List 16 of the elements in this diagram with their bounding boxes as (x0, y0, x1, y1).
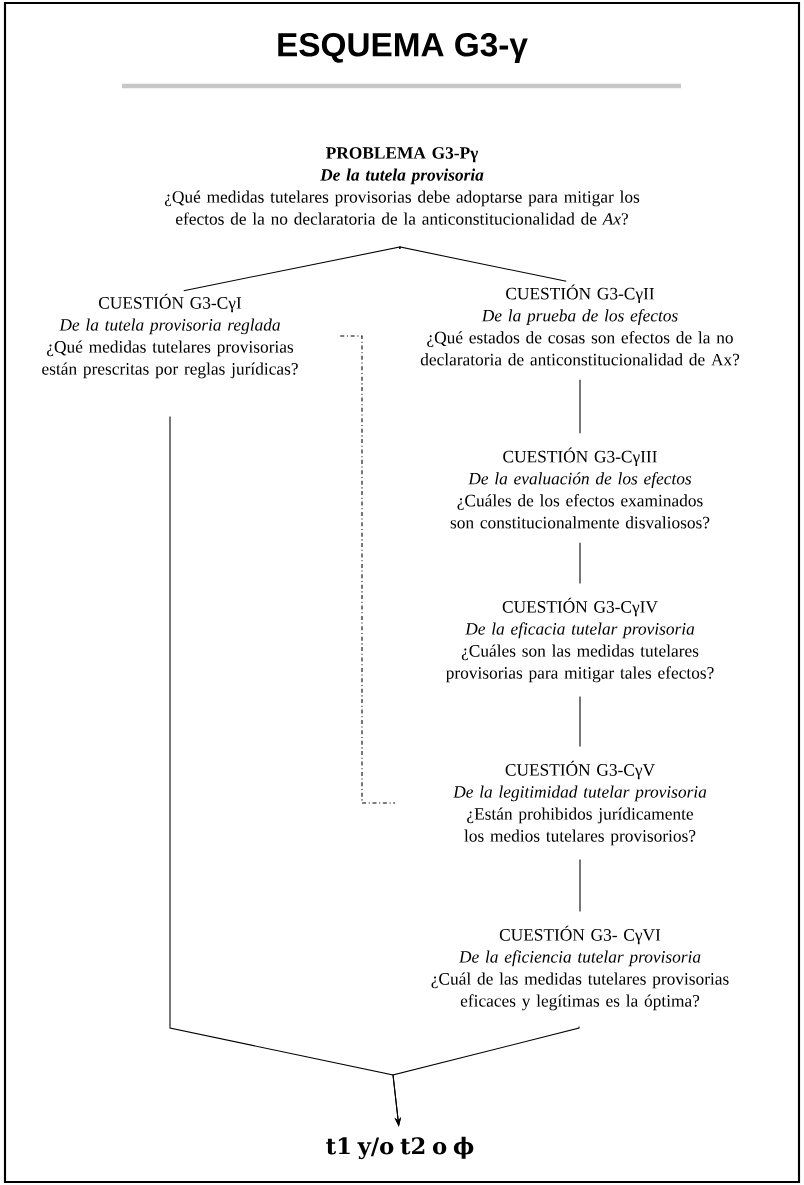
question-text: CUESTIÓN G3-CγV De la legitimidad tutelar provisoria ¿Están prohibidos jurídicamente los medios tutelares provisorios? (453, 760, 707, 846)
connector-line (579, 542, 581, 584)
question-text: CUESTIÓN G3-CγI De la tutela provisoria reglada ¿Qué medidas tutelares provisorias están prescritas por reglas jurídicas? (42, 293, 298, 379)
question-text: CUESTIÓN G3- CγVI De la eficiencia tutelar provisoria ¿Cuál de las medidas tutelares provisorias eficaces y legítimas es la óptima? (431, 925, 729, 1011)
question-text: CUESTIÓN G3-CγIV De la eficacia tutelar provisoria ¿Cuáles son las medidas tutelares provisorias para mitigar tales efectos? (446, 597, 714, 683)
connector-line (399, 246, 567, 282)
problem-text: PROBLEMA G3-Pγ De la tutela provisoria ¿Qué medidas tutelares provisorias debe adoptarse para mitigar los efectos de la no declaratoria de la anticonstitucionalidad de Ax? (164, 147, 640, 225)
result-text: t1 y/o t2 o ϕ (326, 1136, 474, 1160)
connector-line (579, 859, 581, 912)
question-text: CUESTIÓN G3-CγIII De la evaluación de los efectos ¿Cuáles de los efectos examinados son constitucionalmente disvaliosos? (450, 447, 710, 529)
connector-line (183, 246, 401, 292)
title: ESQUEMA G3-γ (278, 32, 528, 64)
connector-line (579, 696, 581, 747)
connector-line (579, 379, 581, 434)
question-text: CUESTIÓN G3-CγII De la prueba de los efectos ¿Qué estados de cosas son efectos de la no declaratoria de anticonstitucionalidad de Ax? (420, 284, 740, 366)
dash-dot-connector (339, 335, 396, 804)
